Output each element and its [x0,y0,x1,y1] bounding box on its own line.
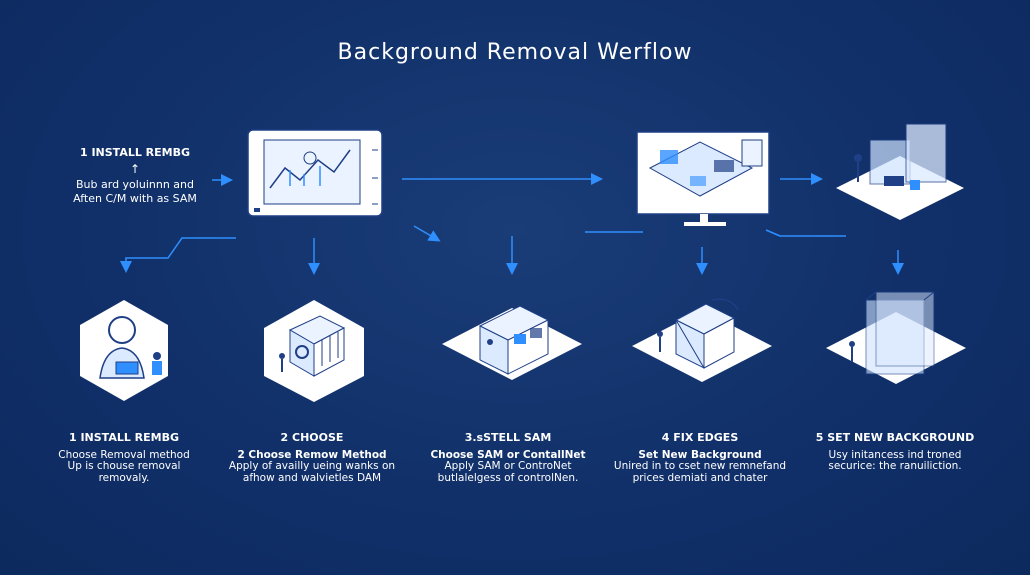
step-5-line-1: Usy initancess ind troned [828,448,962,461]
step-4-caption: 4 FIX EDGES Set New Background Unired in… [605,432,795,484]
top-note-arrow-icon: ↑ [129,162,141,176]
step-1-caption: 1 INSTALL REMBG Choose Removal method Up… [29,432,219,484]
step-3-line-1: Choose SAM or ContallNet [430,448,586,461]
step-4-line-2: Unired in to cset new remnefand [613,460,787,472]
connector-arrows [120,173,904,275]
step-5-glass-room-icon [826,291,966,384]
step-2-line-3: afhow and walvietles DAM [242,471,382,484]
step-5-line-2: securice: the ranuiliction. [828,460,962,472]
step-5-heading: 5 SET NEW BACKGROUND [815,431,975,444]
step-3-console-icon [442,305,582,380]
monitor-room-illustration [636,131,770,226]
step-2-heading: 2 CHOOSE [280,431,344,444]
step-1-person-icon [80,300,168,401]
page-title: Background Removal Werflow [337,40,693,65]
top-note-line-1: Bub ard yoluinnn and [76,178,194,191]
step-3-line-3: butlalelgess of controlNen. [437,471,579,484]
arrow-diagonal [413,225,441,242]
step-5-caption: 5 SET NEW BACKGROUND Usy initancess ind … [800,432,990,473]
step-4-heading: 4 FIX EDGES [661,431,739,444]
step-3-caption: 3.sSTELL SAM Choose SAM or ContallNet Ap… [413,432,603,484]
step-3-line-2: Apply SAM or ControNet [444,460,572,472]
line-monitor-right-a [765,229,781,237]
step-1-line-2: Up is chouse removal [67,460,181,472]
arrow-to-step-1 [120,237,236,273]
step-1-heading: 1 INSTALL REMBG [68,431,180,444]
step-4-cube-icon [632,298,772,382]
step-3-heading: 3.sSTELL SAM [464,431,552,444]
top-note: 1 INSTALL REMBG ↑ Bub ard yoluinnn and A… [60,146,210,206]
step-1-line-1: Choose Removal method [58,448,190,461]
step-1-line-3: removaly. [98,471,150,484]
tablet-chart-illustration [247,129,383,217]
top-note-heading: 1 INSTALL REMBG [79,146,191,159]
step-4-line-1: Set New Background [638,448,762,461]
step-4-line-3: prices demiati and chater [632,471,768,484]
step-2-machine-icon [264,300,364,402]
step-2-line-2: Apply of availly ueing wanks on [228,460,396,472]
step-2-line-1: 2 Choose Remow Method [237,448,387,461]
step-2-caption: 2 CHOOSE 2 Choose Remow Method Apply of … [217,432,407,484]
top-note-line-2: Aften C/M with as SAM [73,192,197,205]
glass-room-illustration [836,123,964,220]
